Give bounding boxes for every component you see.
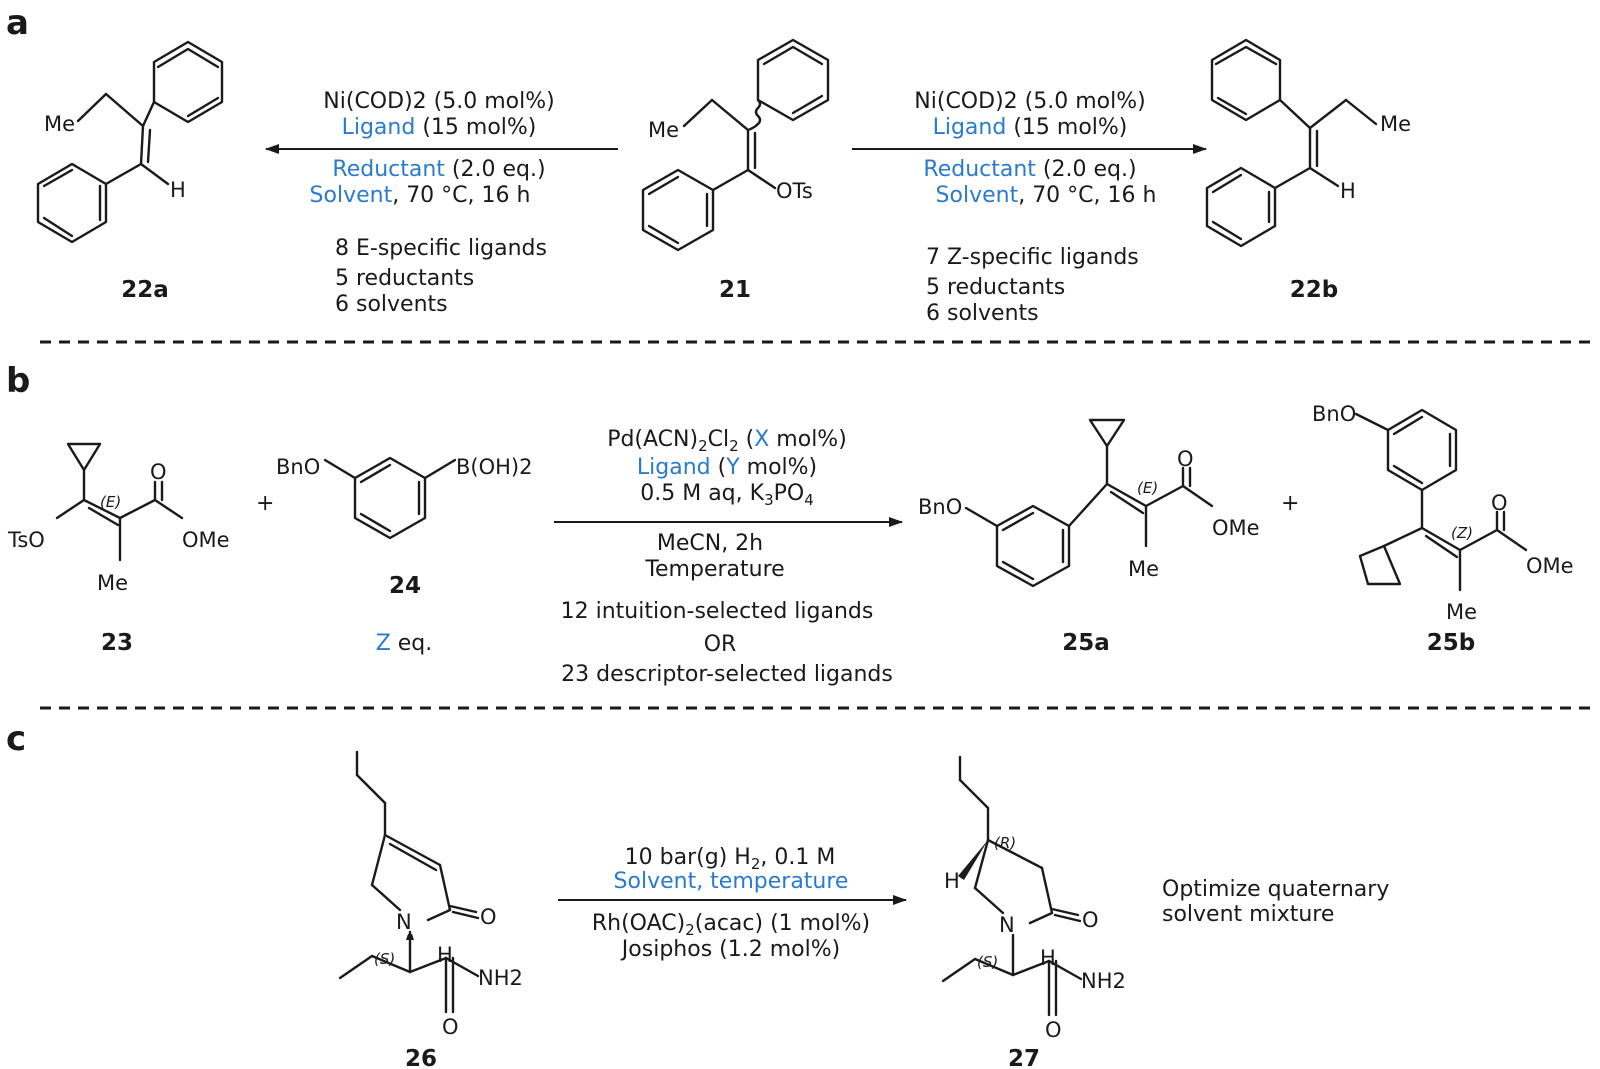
structure-24 bbox=[323, 456, 457, 540]
compound-number-24: 24 bbox=[389, 573, 421, 599]
label-h-27: H bbox=[1040, 946, 1056, 970]
panel-label-b: b bbox=[6, 361, 30, 401]
stereo-e-23: (E) bbox=[100, 493, 121, 511]
structure-25a bbox=[964, 418, 1214, 588]
stereo-s-27: (S) bbox=[977, 953, 998, 971]
note-a-right-solvents: 6 solvents bbox=[926, 301, 1039, 326]
label-o-amide-26: O bbox=[442, 1015, 459, 1039]
label-nh2-26: NH2 bbox=[478, 966, 523, 990]
conditions-c-hydrogen: 10 bar(g) H2, 0.1 M bbox=[625, 845, 836, 873]
conditions-b-temperature: Temperature bbox=[644, 557, 784, 582]
label-h-27-ring: H bbox=[944, 869, 960, 893]
label-o-25b: O bbox=[1491, 491, 1508, 515]
note-c-solvent-mixture: solvent mixture bbox=[1162, 902, 1334, 927]
label-me-25a: Me bbox=[1128, 557, 1159, 581]
stereo-e-25a: (E) bbox=[1137, 479, 1158, 497]
conditions-c-catalyst: Rh(OAC)2(acac) (1 mol%) bbox=[592, 911, 870, 939]
stereo-s-26: (S) bbox=[374, 950, 395, 968]
conditions-b-base: 0.5 M aq, K3PO4 bbox=[640, 481, 814, 509]
compound-number-25a: 25a bbox=[1062, 630, 1110, 656]
note-a-left-ligands: 8 E-specific ligands bbox=[335, 236, 547, 261]
plus-sign-1: + bbox=[256, 491, 274, 516]
note-a-right-ligands: 7 Z-specific ligands bbox=[926, 245, 1139, 270]
note-a-right-reductants: 5 reductants bbox=[926, 275, 1065, 300]
conditions-a-right-solvent: Solvent, 70 °C, 16 h bbox=[936, 183, 1157, 208]
conditions-a-right-catalyst: Ni(COD)2 (5.0 mol%) bbox=[914, 89, 1145, 114]
label-tso-23: TsO bbox=[7, 528, 45, 552]
note-a-left-solvents: 6 solvents bbox=[335, 292, 448, 317]
compound-number-23: 23 bbox=[101, 630, 133, 656]
label-boh-24: B(OH)2 bbox=[456, 455, 532, 479]
note-b-or: OR bbox=[704, 632, 737, 657]
compound-number-22b: 22b bbox=[1290, 277, 1338, 303]
label-h-22b: H bbox=[1340, 179, 1356, 203]
label-me-25b: Me bbox=[1446, 600, 1477, 624]
label-o-23: O bbox=[150, 460, 167, 484]
note-a-left-reductants: 5 reductants bbox=[335, 266, 474, 291]
structure-26 bbox=[338, 750, 480, 1014]
structure-27 bbox=[941, 755, 1083, 1017]
label-me-23: Me bbox=[97, 571, 128, 595]
structure-21 bbox=[641, 38, 830, 252]
label-bno-24: BnO bbox=[276, 455, 320, 479]
note-c-optimize: Optimize quaternary bbox=[1162, 877, 1389, 902]
panel-label-c: c bbox=[6, 719, 26, 759]
structure-25b bbox=[1354, 408, 1528, 592]
label-o-25a: O bbox=[1177, 447, 1194, 471]
label-ome-23: OMe bbox=[182, 528, 230, 552]
compound-number-27: 27 bbox=[1008, 1046, 1040, 1069]
stereo-z-25b: (Z) bbox=[1451, 524, 1473, 542]
label-o-27: O bbox=[1082, 908, 1099, 932]
note-b-intuition-ligands: 12 intuition-selected ligands bbox=[561, 599, 874, 624]
conditions-b-catalyst: Pd(ACN)2Cl2 (X mol%) bbox=[607, 427, 847, 455]
compound-number-25b: 25b bbox=[1427, 630, 1475, 656]
conditions-a-left-catalyst: Ni(COD)2 (5.0 mol%) bbox=[323, 89, 554, 114]
label-n-26: N bbox=[396, 910, 412, 934]
conditions-b-solvent: MeCN, 2h bbox=[657, 531, 763, 556]
compound-number-26: 26 bbox=[405, 1046, 437, 1069]
label-me-21: Me bbox=[648, 118, 679, 142]
label-n-27: N bbox=[999, 913, 1015, 937]
conditions-c-ligand: Josiphos (1.2 mol%) bbox=[620, 937, 840, 962]
z-equivalents: Z eq. bbox=[376, 631, 433, 656]
label-nh2-27: NH2 bbox=[1081, 969, 1126, 993]
conditions-a-left-ligand: Ligand (15 mol%) bbox=[342, 115, 537, 140]
label-ome-25a: OMe bbox=[1212, 516, 1260, 540]
plus-sign-2: + bbox=[1281, 491, 1299, 516]
stereo-r-27: (R) bbox=[994, 834, 1016, 852]
conditions-a-right-ligand: Ligand (15 mol%) bbox=[933, 115, 1128, 140]
conditions-a-left-reductant: Reductant (2.0 eq.) bbox=[332, 157, 545, 182]
label-bno-25a: BnO bbox=[918, 495, 962, 519]
label-h-22a: H bbox=[170, 178, 186, 202]
conditions-a-left-solvent: Solvent, 70 °C, 16 h bbox=[310, 183, 531, 208]
label-o-amide-27: O bbox=[1045, 1018, 1062, 1042]
compound-number-21: 21 bbox=[719, 277, 751, 303]
structure-22b bbox=[1205, 38, 1378, 248]
label-ome-25b: OMe bbox=[1526, 554, 1574, 578]
note-b-descriptor-ligands: 23 descriptor-selected ligands bbox=[561, 662, 893, 687]
label-me-22b: Me bbox=[1380, 112, 1411, 136]
label-o-26: O bbox=[480, 905, 497, 929]
label-bno-25b: BnO bbox=[1312, 402, 1356, 426]
label-h-26: H bbox=[437, 943, 453, 967]
label-me-22a: Me bbox=[44, 112, 75, 136]
structure-22a bbox=[36, 40, 224, 244]
label-ots-21: OTs bbox=[776, 179, 813, 203]
structure-23 bbox=[55, 442, 184, 562]
conditions-b-ligand: Ligand (Y mol%) bbox=[637, 455, 817, 480]
compound-number-22a: 22a bbox=[121, 277, 169, 303]
conditions-c-solvent-temperature: Solvent, temperature bbox=[614, 869, 849, 894]
conditions-a-right-reductant: Reductant (2.0 eq.) bbox=[923, 157, 1136, 182]
panel-label-a: a bbox=[6, 3, 29, 43]
